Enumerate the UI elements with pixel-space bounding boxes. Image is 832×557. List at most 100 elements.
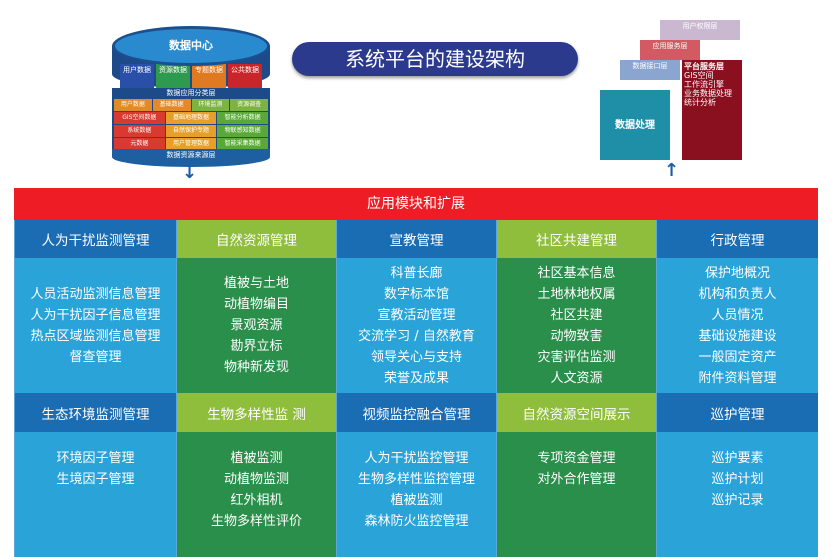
module-item[interactable]: 景观资源 — [230, 318, 283, 333]
module-item[interactable]: 植被监测 — [390, 493, 443, 508]
module-item[interactable]: 动植物监测 — [223, 472, 289, 487]
module-body: 社区基本信息土地林地权属社区共建动物致害灾害评估监测人文资源 — [496, 258, 656, 393]
category: 资源数据 — [156, 64, 190, 88]
module-item[interactable]: 人员情况 — [711, 307, 764, 323]
module-item[interactable]: 巡护计划 — [711, 472, 764, 487]
module-body: 巡护要素巡护计划巡护记录 — [656, 432, 818, 557]
module-item[interactable]: 生物多样性评价 — [210, 514, 302, 529]
module-item[interactable]: 土地林地权属 — [537, 286, 616, 302]
source: 智能分析数据 — [217, 112, 268, 124]
module-header[interactable]: 社区共建管理 — [496, 220, 656, 258]
source: 基础数据 — [152, 99, 191, 111]
platform-cube: 用户权限层 应用服务层 数据接口层 平台服务层 GIS空间 工作流引擎 业务数据… — [600, 20, 750, 160]
module-item[interactable]: 社区共建 — [550, 307, 603, 323]
service: 业务数据处理 — [684, 89, 732, 98]
module-body: 专项资金管理对外合作管理 — [496, 432, 656, 557]
modules-banner: 应用模块和扩展 — [14, 188, 818, 220]
source: 用户管理数据 — [165, 138, 217, 150]
source: 物联感知数据 — [217, 125, 268, 137]
service: 统计分析 — [684, 98, 716, 107]
down-arrow-icon: ↓ — [182, 162, 198, 183]
service: GIS空间 — [684, 71, 714, 80]
module-header[interactable]: 巡护管理 — [656, 393, 818, 432]
module-item[interactable]: 热点区域监测信息管理 — [30, 328, 161, 344]
module-item[interactable]: 人为干扰监控管理 — [364, 451, 469, 466]
module-body: 保护地概况机构和负责人人员情况基础设施建设一般固定资产附件资料管理 — [656, 258, 818, 393]
module-body: 植被监测动植物监测红外相机生物多样性评价 — [176, 432, 336, 557]
module-item[interactable]: 宣教活动管理 — [377, 307, 456, 323]
module-item[interactable]: 巡护记录 — [711, 493, 764, 508]
module-item[interactable]: 动植物编目 — [223, 297, 289, 312]
module-body: 科普长廊数字标本馆宣教活动管理交流学习 / 自然教育领导关心与支持荣誉及成果 — [336, 258, 496, 393]
source: 智能采集数据 — [217, 138, 268, 150]
module-item[interactable]: 物种新发现 — [223, 360, 289, 375]
module-item[interactable]: 基础设施建设 — [698, 328, 777, 344]
module-item[interactable]: 植被与土地 — [223, 276, 289, 291]
module-item[interactable]: 一般固定资产 — [698, 349, 777, 365]
layer: 应用服务层 — [640, 40, 700, 60]
source: 元数据 — [114, 138, 165, 150]
module-item[interactable]: 专项资金管理 — [537, 451, 616, 466]
module-header[interactable]: 自然资源管理 — [176, 220, 336, 258]
source: 资源调查 — [230, 99, 268, 111]
module-item[interactable]: 领导关心与支持 — [370, 349, 462, 365]
modules-grid: 人为干扰监测管理自然资源管理宣教管理社区共建管理行政管理人员活动监测信息管理人为… — [14, 220, 818, 557]
module-header[interactable]: 生态环境监测管理 — [14, 393, 176, 432]
platform-service-layer: 平台服务层 GIS空间 工作流引擎 业务数据处理 统计分析 — [682, 60, 742, 160]
data-center-label: 数据中心 — [112, 26, 270, 66]
module-header[interactable]: 视频监控融合管理 — [336, 393, 496, 432]
module-item[interactable]: 保护地概况 — [704, 265, 770, 281]
source: 自然保护专题 — [165, 125, 217, 137]
module-body: 人为干扰监控管理生物多样性监控管理植被监测森林防火监控管理 — [336, 432, 496, 557]
layer: 数据接口层 — [620, 60, 680, 80]
layer: 平台服务层 — [684, 62, 724, 71]
data-processing: 数据处理 — [600, 90, 670, 160]
category: 用户数据 — [120, 64, 154, 88]
module-item[interactable]: 植被监测 — [230, 451, 283, 466]
service: 工作流引擎 — [684, 80, 724, 89]
module-item[interactable]: 人文资源 — [550, 370, 603, 386]
module-item[interactable]: 机构和负责人 — [698, 286, 777, 302]
module-item[interactable]: 交流学习 / 自然教育 — [358, 328, 475, 344]
module-body: 环境因子管理生境因子管理 — [14, 432, 176, 557]
module-header[interactable]: 生物多样性监 测 — [176, 393, 336, 432]
module-item[interactable]: 生境因子管理 — [56, 472, 135, 487]
module-header[interactable]: 宣教管理 — [336, 220, 496, 258]
module-item[interactable]: 森林防火监控管理 — [364, 514, 469, 529]
source: 用户数据 — [114, 99, 152, 111]
module-item[interactable]: 红外相机 — [230, 493, 283, 508]
module-item[interactable]: 社区基本信息 — [537, 265, 616, 281]
page-title: 系统平台的建设架构 — [292, 42, 578, 76]
module-item[interactable]: 人为干扰因子信息管理 — [30, 307, 161, 323]
source: 环境监测 — [191, 99, 230, 111]
module-header[interactable]: 行政管理 — [656, 220, 818, 258]
layer-label: 数据应用分类层 — [112, 88, 270, 99]
module-item[interactable]: 生物多样性监控管理 — [357, 472, 475, 487]
module-item[interactable]: 动物致害 — [550, 328, 603, 344]
category: 专题数据 — [192, 64, 226, 88]
module-item[interactable]: 人员活动监测信息管理 — [30, 286, 161, 302]
module-item[interactable]: 灾害评估监测 — [537, 349, 616, 365]
module-item[interactable]: 巡护要素 — [711, 451, 764, 466]
source: 系统数据 — [114, 125, 165, 137]
data-center-cylinder: 数据中心 用户数据 资源数据 专题数据 公共数据 数据应用分类层 用户数据 基础… — [112, 26, 270, 167]
layer: 用户权限层 — [660, 20, 740, 40]
module-body: 人员活动监测信息管理人为干扰因子信息管理热点区域监测信息管理督查管理 — [14, 258, 176, 393]
source: 基础地理数据 — [165, 112, 217, 124]
up-arrow-icon: ↑ — [664, 160, 680, 181]
module-item[interactable]: 勘界立标 — [230, 339, 283, 354]
layer-label: 数据资源来源层 — [112, 149, 270, 167]
module-body: 植被与土地动植物编目景观资源勘界立标物种新发现 — [176, 258, 336, 393]
module-item[interactable]: 环境因子管理 — [56, 451, 135, 466]
category: 公共数据 — [228, 64, 262, 88]
module-header[interactable]: 人为干扰监测管理 — [14, 220, 176, 258]
module-item[interactable]: 对外合作管理 — [537, 472, 616, 487]
module-item[interactable]: 数字标本馆 — [383, 286, 449, 302]
module-item[interactable]: 荣誉及成果 — [383, 370, 449, 386]
module-item[interactable]: 附件资料管理 — [698, 370, 777, 386]
module-item[interactable]: 督查管理 — [69, 349, 122, 365]
source-row: 用户数据 基础数据 环境监测 资源调查 — [112, 99, 270, 111]
module-header[interactable]: 自然资源空间展示 — [496, 393, 656, 432]
module-item[interactable]: 科普长廊 — [390, 265, 443, 281]
source-grid: GIS空间数据 基础地理数据 智能分析数据 系统数据 自然保护专题 物联感知数据… — [112, 111, 270, 150]
